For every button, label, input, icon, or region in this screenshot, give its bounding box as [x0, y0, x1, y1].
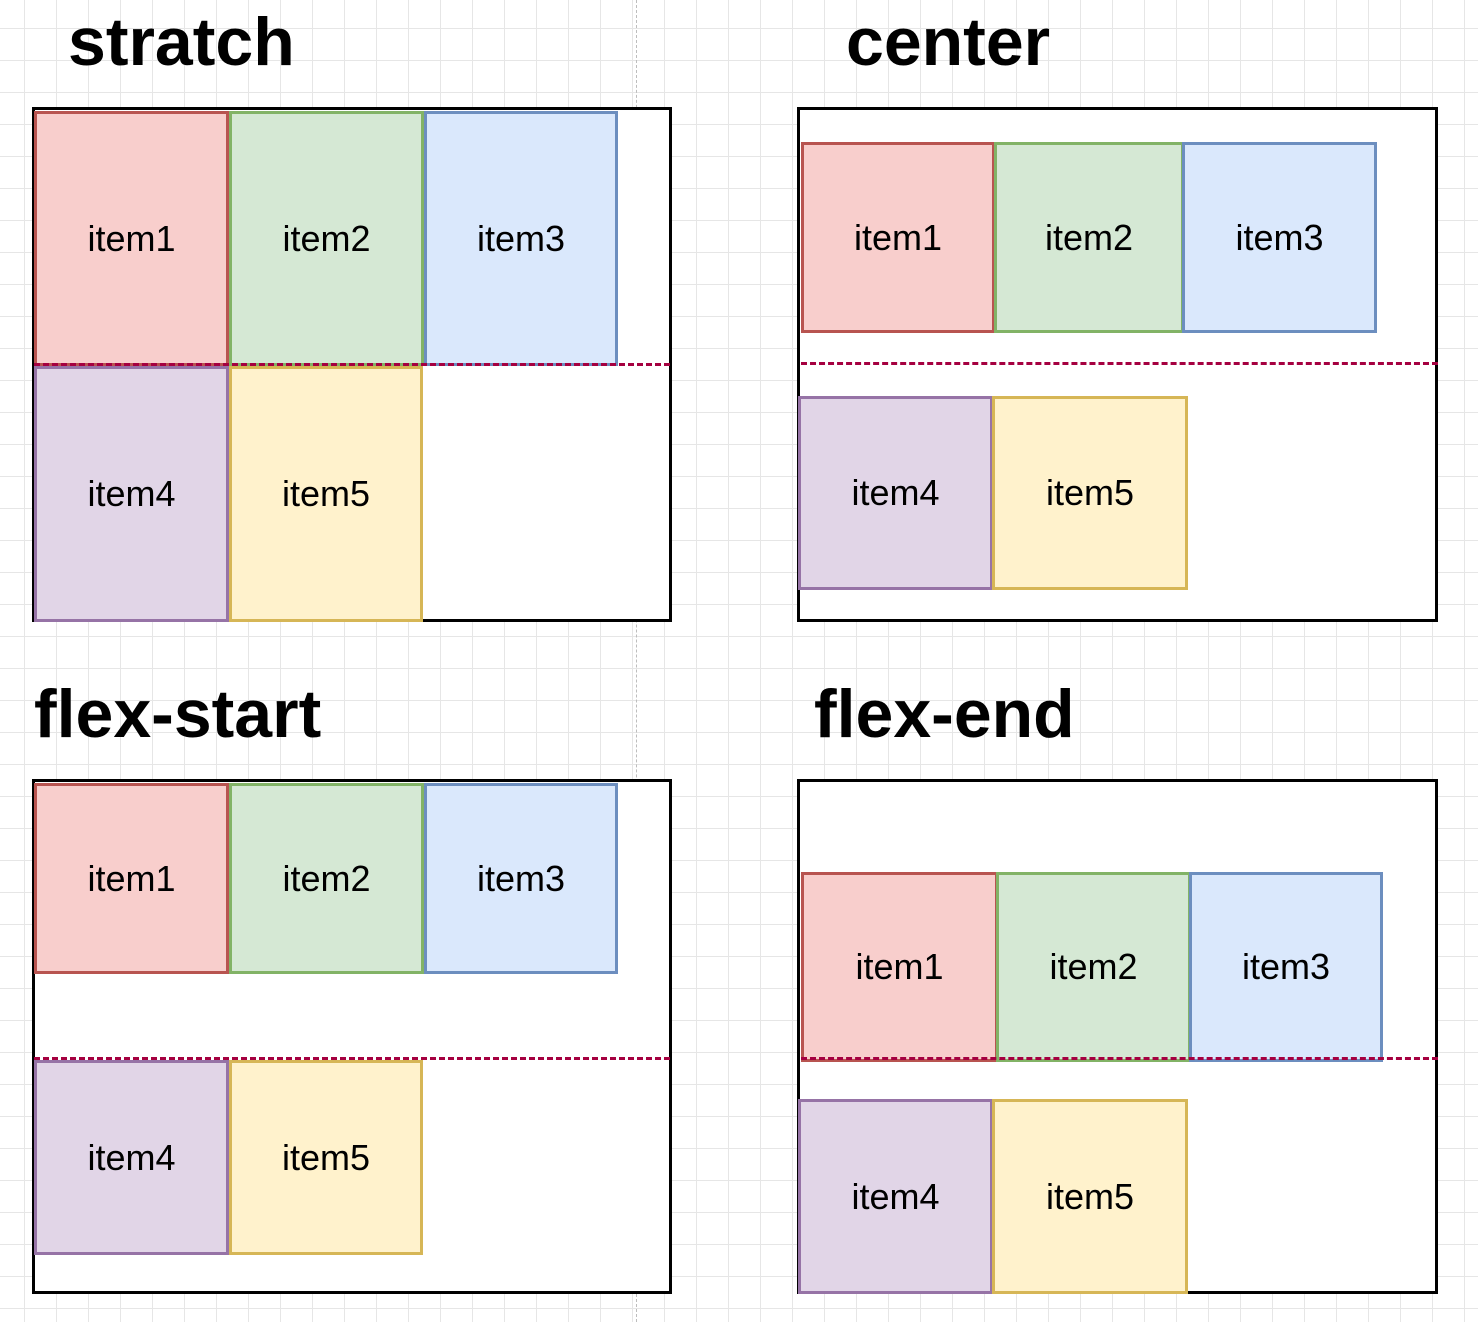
panel-title: flex-end: [814, 676, 1075, 752]
item-3: item3: [1182, 142, 1377, 333]
item-4: item4: [34, 366, 229, 622]
panel-title: center: [846, 4, 1051, 80]
flex-line-divider: [34, 1057, 670, 1060]
item-1: item1: [34, 783, 229, 974]
item-5: item5: [229, 366, 423, 622]
item-3: item3: [424, 111, 618, 366]
item-2: item2: [229, 783, 424, 974]
page-divider-line: [636, 0, 637, 1322]
item-3: item3: [424, 783, 618, 974]
item-4: item4: [798, 396, 993, 590]
item-3: item3: [1189, 872, 1383, 1062]
item-2: item2: [996, 872, 1191, 1062]
item-4: item4: [798, 1099, 993, 1294]
item-2: item2: [994, 142, 1184, 333]
panel-title: flex-start: [34, 676, 322, 752]
item-5: item5: [992, 396, 1188, 590]
flex-line-divider: [801, 1057, 1438, 1060]
item-4: item4: [34, 1060, 229, 1255]
flex-line-divider: [801, 362, 1438, 365]
item-2: item2: [229, 111, 424, 366]
item-1: item1: [801, 872, 998, 1062]
item-1: item1: [801, 142, 995, 333]
flex-line-divider: [34, 363, 670, 366]
panel-title: stratch: [68, 4, 295, 80]
item-5: item5: [992, 1099, 1188, 1294]
item-5: item5: [229, 1060, 423, 1255]
item-1: item1: [34, 111, 229, 366]
